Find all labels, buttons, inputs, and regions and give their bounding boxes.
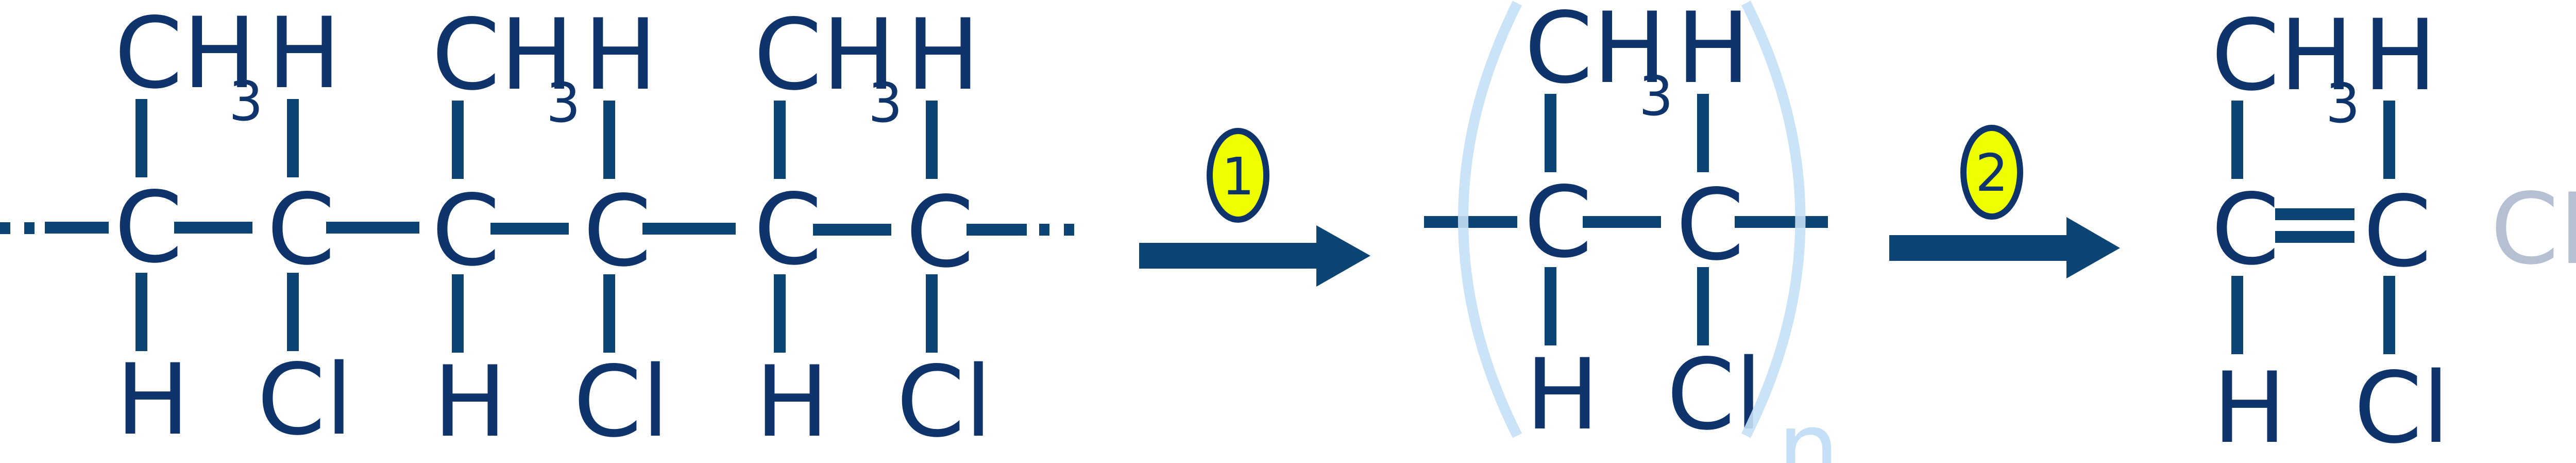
bond-horizontal bbox=[1424, 216, 1517, 228]
repeat-unit: CH 3 H C C H Cl n bbox=[1424, 0, 1839, 463]
chain-end-dot-left-1 bbox=[0, 222, 10, 234]
carbon-label: C bbox=[906, 175, 974, 289]
bond-vertical bbox=[452, 274, 464, 353]
hydrogen-label: H bbox=[1526, 338, 1599, 452]
chain-end-dot-left-2 bbox=[24, 222, 35, 234]
methyl-group-label: CH bbox=[2211, 0, 2353, 112]
chain-end-dot-right-2 bbox=[1064, 224, 1074, 236]
bond-horizontal bbox=[174, 222, 252, 234]
arrow-right-icon bbox=[1889, 217, 2120, 278]
chain-unit-2: CH 3 H C C H Cl bbox=[432, 0, 669, 459]
bond-vertical bbox=[774, 101, 786, 179]
bond-horizontal bbox=[642, 223, 736, 235]
step-1-badge bbox=[1207, 128, 1269, 223]
step-2-badge bbox=[1960, 125, 2023, 220]
hydrogen-label: H bbox=[267, 0, 341, 110]
carbon-label: C bbox=[583, 174, 652, 288]
polymer-chain: CH 3 H C C H Cl CH 3 H C C H Cl bbox=[0, 0, 1074, 459]
step-1-number: 1 bbox=[1222, 146, 1255, 207]
methyl-subscript: 3 bbox=[2326, 72, 2360, 135]
arrow-right-icon bbox=[1139, 225, 1370, 287]
chain-unit-1: CH 3 H C C H Cl bbox=[114, 0, 352, 457]
hydrogen-label: H bbox=[755, 345, 829, 459]
carbon-label: C bbox=[114, 171, 183, 285]
hydrogen-label: H bbox=[2213, 351, 2286, 463]
bond-vertical bbox=[135, 273, 147, 351]
bond-vertical bbox=[452, 101, 464, 179]
bond-vertical bbox=[2383, 101, 2395, 179]
double-bond-line-bottom bbox=[2275, 231, 2354, 243]
methyl-group-label: CH bbox=[114, 0, 257, 110]
bond-vertical bbox=[1545, 267, 1556, 345]
methyl-group-label: CH bbox=[754, 0, 896, 112]
carbon-label: C bbox=[2363, 175, 2432, 289]
bond-horizontal bbox=[1735, 216, 1828, 228]
bond-horizontal bbox=[490, 223, 569, 235]
formula-part-1: CH(CH bbox=[2490, 172, 2576, 286]
bond-vertical bbox=[1697, 94, 1709, 172]
step-2-number: 2 bbox=[1975, 143, 2008, 203]
bracket-right bbox=[1741, 1, 1806, 438]
bond-horizontal bbox=[813, 224, 891, 236]
bond-vertical bbox=[2231, 101, 2243, 179]
double-bond-line-top bbox=[2275, 208, 2354, 220]
methyl-subscript: 3 bbox=[1639, 65, 1673, 128]
chain-unit-3: CH 3 H C C H Cl bbox=[754, 0, 992, 459]
bond-vertical bbox=[287, 99, 299, 177]
carbon-label: C bbox=[1676, 168, 1744, 282]
bond-vertical bbox=[774, 274, 786, 353]
bond-vertical bbox=[926, 274, 938, 353]
hydrogen-label: H bbox=[906, 0, 980, 112]
bond-horizontal bbox=[967, 224, 1027, 236]
methyl-group-label: CH bbox=[1524, 0, 1667, 105]
methyl-subscript: 3 bbox=[546, 72, 581, 135]
chlorine-label: Cl bbox=[2354, 351, 2449, 463]
methyl-subscript: 3 bbox=[868, 72, 903, 135]
chlorine-label: Cl bbox=[896, 345, 992, 459]
reaction-step-2: 2 bbox=[1889, 125, 2120, 278]
monomer: CH 3 H C C H Cl bbox=[2211, 0, 2449, 463]
bond-horizontal bbox=[45, 222, 109, 234]
repeat-count-subscript: n bbox=[1777, 391, 1839, 463]
carbon-label: C bbox=[754, 173, 822, 287]
methyl-subscript: 3 bbox=[229, 70, 263, 133]
carbon-label: C bbox=[432, 174, 500, 288]
bracket-left bbox=[1458, 1, 1522, 438]
carbon-label: C bbox=[2211, 173, 2280, 287]
bond-vertical bbox=[2231, 276, 2243, 354]
reaction-step-1: 1 bbox=[1139, 128, 1370, 287]
bond-horizontal bbox=[326, 222, 419, 234]
hydrogen-label: H bbox=[2363, 0, 2437, 112]
hydrogen-label: H bbox=[584, 0, 657, 112]
chlorine-label: Cl bbox=[257, 343, 352, 457]
bond-vertical bbox=[287, 273, 299, 351]
bond-vertical bbox=[603, 101, 615, 179]
hydrogen-label: H bbox=[116, 343, 190, 457]
chlorine-label: Cl bbox=[573, 345, 669, 459]
bond-vertical bbox=[926, 101, 938, 179]
bond-vertical bbox=[135, 99, 147, 177]
bond-vertical bbox=[2383, 276, 2395, 354]
bond-vertical bbox=[603, 274, 615, 353]
hydrogen-label: H bbox=[433, 345, 507, 459]
carbon-label: C bbox=[1524, 166, 1592, 279]
chain-end-dot-right-1 bbox=[1039, 224, 1049, 236]
methyl-group-label: CH bbox=[432, 0, 574, 112]
bond-horizontal bbox=[1583, 216, 1661, 228]
carbon-label: C bbox=[267, 173, 335, 287]
bond-vertical bbox=[1545, 94, 1556, 172]
bond-vertical bbox=[1697, 267, 1709, 345]
hydrogen-label: H bbox=[1676, 0, 1750, 105]
